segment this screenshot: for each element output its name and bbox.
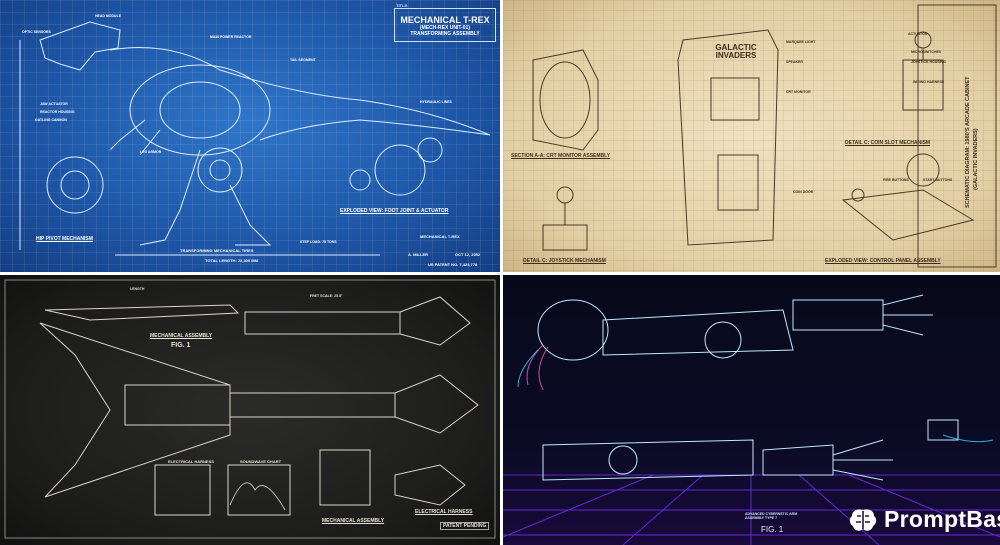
- arcade-caption-panel: EXPLODED VIEW: CONTROL PANEL ASSEMBLY: [825, 258, 941, 264]
- arcade-label: CRT MONITOR: [786, 90, 811, 94]
- trex-drawing: [19, 21, 491, 256]
- promptbase-watermark: PromptBase: [848, 506, 1000, 533]
- trex-footer-title: MECHANICAL T-REX: [420, 234, 460, 239]
- arcade-side-subtitle: (GALACTIC INVADERS): [973, 128, 979, 190]
- guitar-electrical: ELECTRICAL HARNESS: [168, 459, 214, 464]
- trex-label: REACTOR HOUSING: [40, 110, 75, 114]
- guitar-mechanical-bottom: MECHANICAL ASSEMBLY: [322, 518, 385, 524]
- guitar-patent: PATENT PENDING: [440, 522, 490, 530]
- arcade-label: COIN DOOR: [793, 190, 814, 194]
- trex-caption-left: HIP PIVOT MECHANISM: [36, 236, 93, 242]
- trex-drawn-by: A. MILLER: [408, 252, 428, 257]
- arcade-label: MARQUEE LIGHT: [786, 40, 816, 44]
- arcade-caption-joystick: DETAIL C: JOYSTICK MECHANISM: [523, 258, 606, 264]
- arcade-drawing: [532, 4, 997, 268]
- arcade-label: WIRING HARNESS: [913, 80, 945, 84]
- arm-fig: FIG. 1: [761, 525, 784, 534]
- guitar-length: LENGTH: [130, 287, 145, 291]
- arcade-label: FIRE BUTTONS: [883, 178, 909, 182]
- trex-label: HYDRAULIC LINES: [420, 100, 452, 104]
- guitar-fig: FIG. 1: [171, 342, 191, 349]
- trex-label: LEG ARMOR: [140, 150, 162, 154]
- guitar-caption-top: MECHANICAL ASSEMBLY: [150, 333, 213, 339]
- trex-label: HEAD MODULE: [95, 14, 122, 18]
- trex-date: OCT 12, 2052: [455, 252, 481, 257]
- trex-label: TAIL SEGMENT: [290, 58, 316, 62]
- trex-caption-right: EXPLODED VIEW: FOOT JOINT & ACTUATOR: [340, 208, 449, 214]
- arcade-label: MICROSWITCHES: [911, 50, 942, 54]
- brain-logo-icon: [849, 508, 877, 531]
- trex-subtitle: (MECH-REX UNIT-01): [419, 25, 470, 31]
- trex-subtitle2: TRANSFORMING ASSEMBLY: [410, 31, 480, 37]
- promptbase-brand: PromptBase: [884, 506, 1000, 532]
- trex-label: STEP LOAD: 75 TONS: [300, 240, 337, 244]
- trex-label: JAW ACTUATOR: [40, 102, 68, 106]
- guitar-blueprint-image: MECHANICAL ASSEMBLY FIG. 1 FRET SCALE: 2…: [0, 275, 500, 545]
- arm-drawing: [503, 294, 1000, 545]
- trex-title-tag: TITLE:: [396, 3, 409, 8]
- cyber-arm-image: ADVANCED CYBERNETIC ARM ASSEMBLY TYPE 7 …: [503, 275, 1000, 545]
- trex-label: GATLING CANNON: [35, 118, 67, 122]
- arcade-side-title: SCHEMATIC DIAGRAM: 1980'S ARCADE CABINET: [965, 76, 971, 208]
- arcade-label: START BUTTONS: [923, 178, 953, 182]
- trex-label: MAIN POWER REACTOR: [210, 35, 252, 39]
- trex-title-block: MECHANICAL T-REX (MECH-REX UNIT-01) TRAN…: [394, 8, 496, 42]
- arcade-caption-crt: SECTION A-A: CRT MONITOR ASSEMBLY: [511, 153, 611, 159]
- arm-subtitle: ADVANCED CYBERNETIC ARM ASSEMBLY TYPE 7: [745, 512, 798, 520]
- guitar-drawing: [4, 279, 496, 539]
- guitar-fret-scale: FRET SCALE: 25.5": [310, 294, 343, 298]
- trex-patent: US PATENT NO. 7,423,778: [428, 262, 478, 267]
- guitar-soundwave: SOUNDWAVE CHART: [240, 459, 282, 464]
- trex-title: MECHANICAL T-REX: [400, 15, 490, 25]
- arcade-caption-coin: DETAIL C: COIN SLOT MECHANISM: [845, 140, 931, 146]
- trex-caption-bottom: TRANSFORMING MECHANICAL TIRES: [180, 248, 254, 253]
- arcade-label: ACTUATOR: [908, 32, 928, 36]
- trex-total-length: TOTAL LENGTH: 22,300 MM: [205, 258, 258, 263]
- trex-blueprint-image: MECHANICAL T-REX (MECH-REX UNIT-01) TRAN…: [0, 0, 500, 272]
- arcade-cabinet-title: GALACTIC INVADERS: [715, 43, 757, 60]
- arcade-schematic-image: GALACTIC INVADERS SECTION A-A: CRT MONIT…: [503, 0, 1000, 272]
- trex-label: OPTIC SENSORS: [22, 30, 51, 34]
- arcade-label: SPEAKER: [786, 60, 803, 64]
- guitar-electrical-bottom: ELECTRICAL HARNESS: [415, 509, 473, 515]
- arcade-label: JOYSTICK HOUSING: [911, 60, 946, 64]
